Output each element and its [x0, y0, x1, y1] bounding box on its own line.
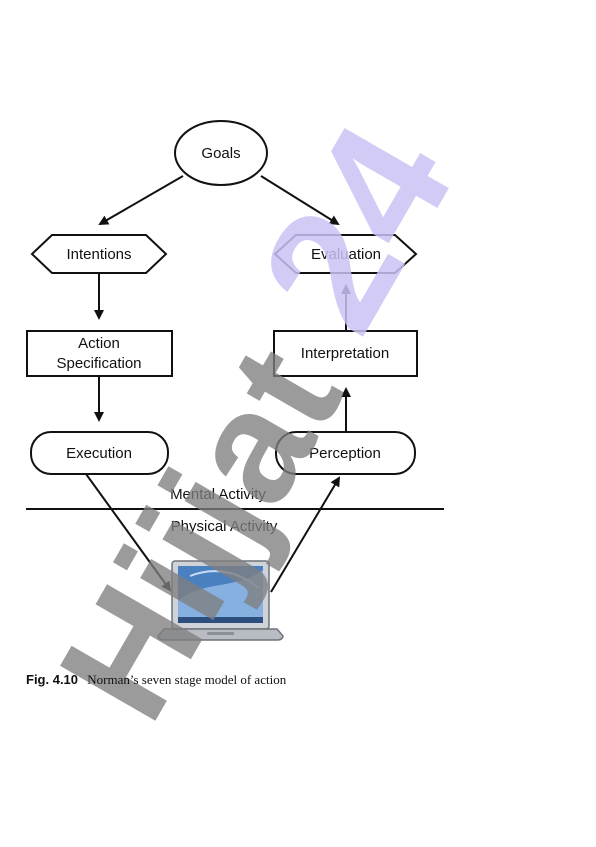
arrow-goals-to-intentions: [98, 175, 184, 226]
interpretation-label: Interpretation: [301, 345, 389, 362]
execution-label: Execution: [66, 445, 132, 462]
watermark-number: 24: [224, 95, 490, 361]
goals-label: Goals: [201, 145, 240, 162]
intentions-label: Intentions: [66, 246, 131, 263]
figure-caption: Fig. 4.10 Norman’s seven stage model of …: [26, 672, 286, 688]
arrow-goals-to-evaluation: [260, 175, 340, 226]
action-specification-label-line2: Specification: [56, 355, 141, 372]
execution-node: Execution: [30, 431, 169, 475]
arrow-execution-to-world: [85, 473, 172, 592]
figure-number: Fig. 4.10: [26, 672, 79, 687]
physical-activity-label: Physical Activity: [171, 518, 278, 535]
arrow-world-to-perception: [270, 476, 341, 593]
evaluation-label: Evaluation: [311, 246, 381, 263]
intentions-node: Intentions: [30, 234, 168, 274]
goals-node: Goals: [174, 120, 268, 186]
perception-node: Perception: [275, 431, 416, 475]
action-specification-node: Action Specification: [26, 330, 173, 377]
caption-text: Norman’s seven stage model of action: [87, 672, 287, 687]
perception-label: Perception: [309, 445, 381, 462]
mental-activity-label: Mental Activity: [170, 486, 266, 503]
laptop-image: [157, 560, 284, 641]
watermark: 24 Hijjat: [24, 95, 490, 747]
action-specification-label-line1: Action: [78, 335, 120, 352]
evaluation-node: Evaluation: [273, 234, 418, 274]
